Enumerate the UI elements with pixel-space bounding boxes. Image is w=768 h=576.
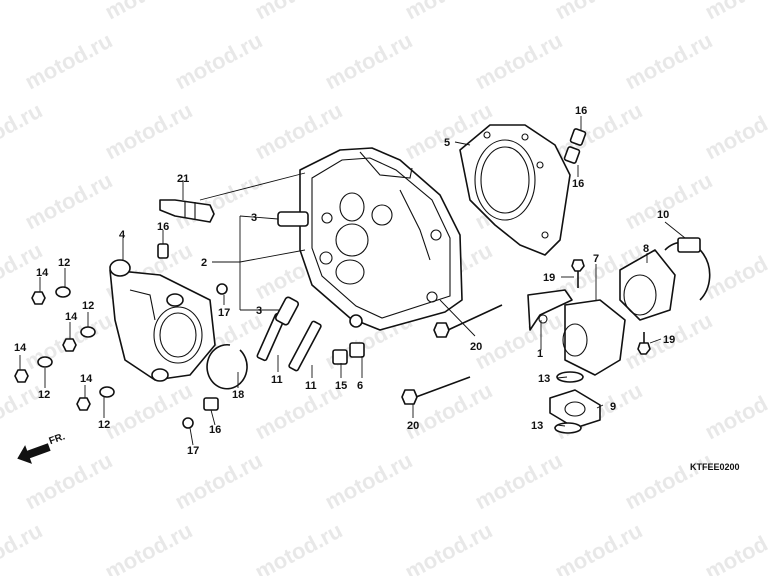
callout-13-lower: 13 — [531, 420, 543, 432]
watermark-text: motod.ru — [101, 98, 197, 165]
callout-3-lower: 3 — [256, 305, 262, 317]
long-bolts — [401, 304, 503, 405]
watermark-text: motod.ru — [701, 378, 768, 445]
callout-12-mid: 12 — [82, 300, 94, 312]
cylinder-head-gasket — [459, 124, 571, 256]
callout-19-right: 19 — [663, 334, 675, 346]
callout-9: 9 — [610, 401, 616, 413]
watermark-text: motod.ru — [621, 448, 717, 515]
callout-21: 21 — [177, 173, 189, 185]
callout-12-bottom: 12 — [98, 419, 110, 431]
callout-18: 18 — [232, 389, 244, 401]
callout-5: 5 — [444, 137, 450, 149]
callout-12-left: 12 — [38, 389, 50, 401]
callout-3-upper: 3 — [251, 212, 257, 224]
callout-4: 4 — [119, 229, 126, 241]
watermark-text: motod.ru — [0, 0, 47, 24]
circlip — [206, 343, 248, 390]
front-direction-indicator: FR. — [17, 431, 67, 464]
watermark-text: motod.ru — [21, 28, 117, 95]
watermark-text: motod.ru — [701, 238, 768, 305]
dowel-pin-pair — [563, 128, 587, 164]
front-direction-label: FR. — [48, 431, 67, 447]
callout-12-top: 12 — [58, 257, 70, 269]
watermark-text: motod.ru — [0, 378, 47, 445]
thermostat-housing — [109, 259, 216, 382]
callout-6: 6 — [357, 380, 363, 392]
callout-16-left: 16 — [157, 221, 169, 233]
watermark-text: motod.ru — [401, 378, 497, 445]
callout-14-bottom: 14 — [80, 373, 93, 385]
watermark-text: motod.ru — [251, 518, 347, 576]
callout-11-right: 11 — [305, 380, 317, 392]
callout-11-left: 11 — [271, 374, 283, 386]
watermark-text: motod.ru — [401, 518, 497, 576]
watermark-text: motod.ru — [701, 98, 768, 165]
callout-19-left: 19 — [543, 272, 555, 284]
watermark-text: motod.ru — [471, 308, 567, 375]
watermark-text: motod.ru — [701, 518, 768, 576]
washer-bolt-set-left — [14, 243, 228, 429]
watermark-text: motod.ru — [21, 448, 117, 515]
watermark-text: motod.ru — [101, 378, 197, 445]
callout-16-right: 16 — [572, 178, 584, 190]
callout-20-right: 20 — [470, 341, 482, 353]
watermark-text: motod.ru — [321, 448, 417, 515]
watermark-text: motod.ru — [251, 0, 347, 24]
callout-17-lower: 17 — [187, 445, 199, 457]
callout-14-left: 14 — [14, 342, 27, 354]
watermark-text: motod.ru — [101, 518, 197, 576]
spark-plug — [159, 199, 215, 223]
watermark-text: motod.ru — [471, 448, 567, 515]
intake-gaskets — [549, 259, 651, 434]
watermark-text: motod.ru — [171, 28, 267, 95]
callout-16-bottom: 16 — [209, 424, 221, 436]
callout-20-bottom: 20 — [407, 420, 419, 432]
studs-and-dowels — [256, 211, 365, 372]
callout-1: 1 — [537, 348, 543, 360]
watermark-text: motod.ru — [321, 28, 417, 95]
watermark-text: motod.ru — [701, 0, 768, 24]
callout-7: 7 — [593, 253, 599, 265]
watermark-text: motod.ru — [0, 98, 47, 165]
callout-10: 10 — [657, 209, 669, 221]
watermark-text: motod.ru — [171, 448, 267, 515]
watermark-text: motod.ru — [621, 28, 717, 95]
callout-2: 2 — [201, 257, 207, 269]
callout-16-top-right: 16 — [575, 105, 587, 117]
insulator-and-clamp — [619, 237, 711, 321]
callout-8: 8 — [643, 243, 649, 255]
callout-13-upper: 13 — [538, 373, 550, 385]
callout-14-mid: 14 — [65, 311, 78, 323]
watermark-text: motod.ru — [101, 0, 197, 24]
watermark-text: motod.ru — [401, 0, 497, 24]
callout-labels: 1 2 3 3 4 5 6 7 8 9 10 11 11 12 12 12 12… — [14, 105, 675, 457]
watermark-text: motod.ru — [21, 168, 117, 235]
callout-17-upper: 17 — [218, 307, 230, 319]
watermark-text: motod.ru — [551, 518, 647, 576]
intake-manifold — [527, 289, 626, 376]
leader-lines — [19, 116, 686, 446]
callout-14-top: 14 — [36, 267, 49, 279]
watermark-text: motod.ru — [0, 518, 47, 576]
watermark-text: motod.ru — [251, 378, 347, 445]
cylinder-head — [299, 147, 463, 331]
watermark-text: motod.ru — [551, 0, 647, 24]
watermark-text: motod.ru — [471, 28, 567, 95]
callout-15: 15 — [335, 380, 347, 392]
diagram-code: KTFEE0200 — [690, 462, 740, 472]
